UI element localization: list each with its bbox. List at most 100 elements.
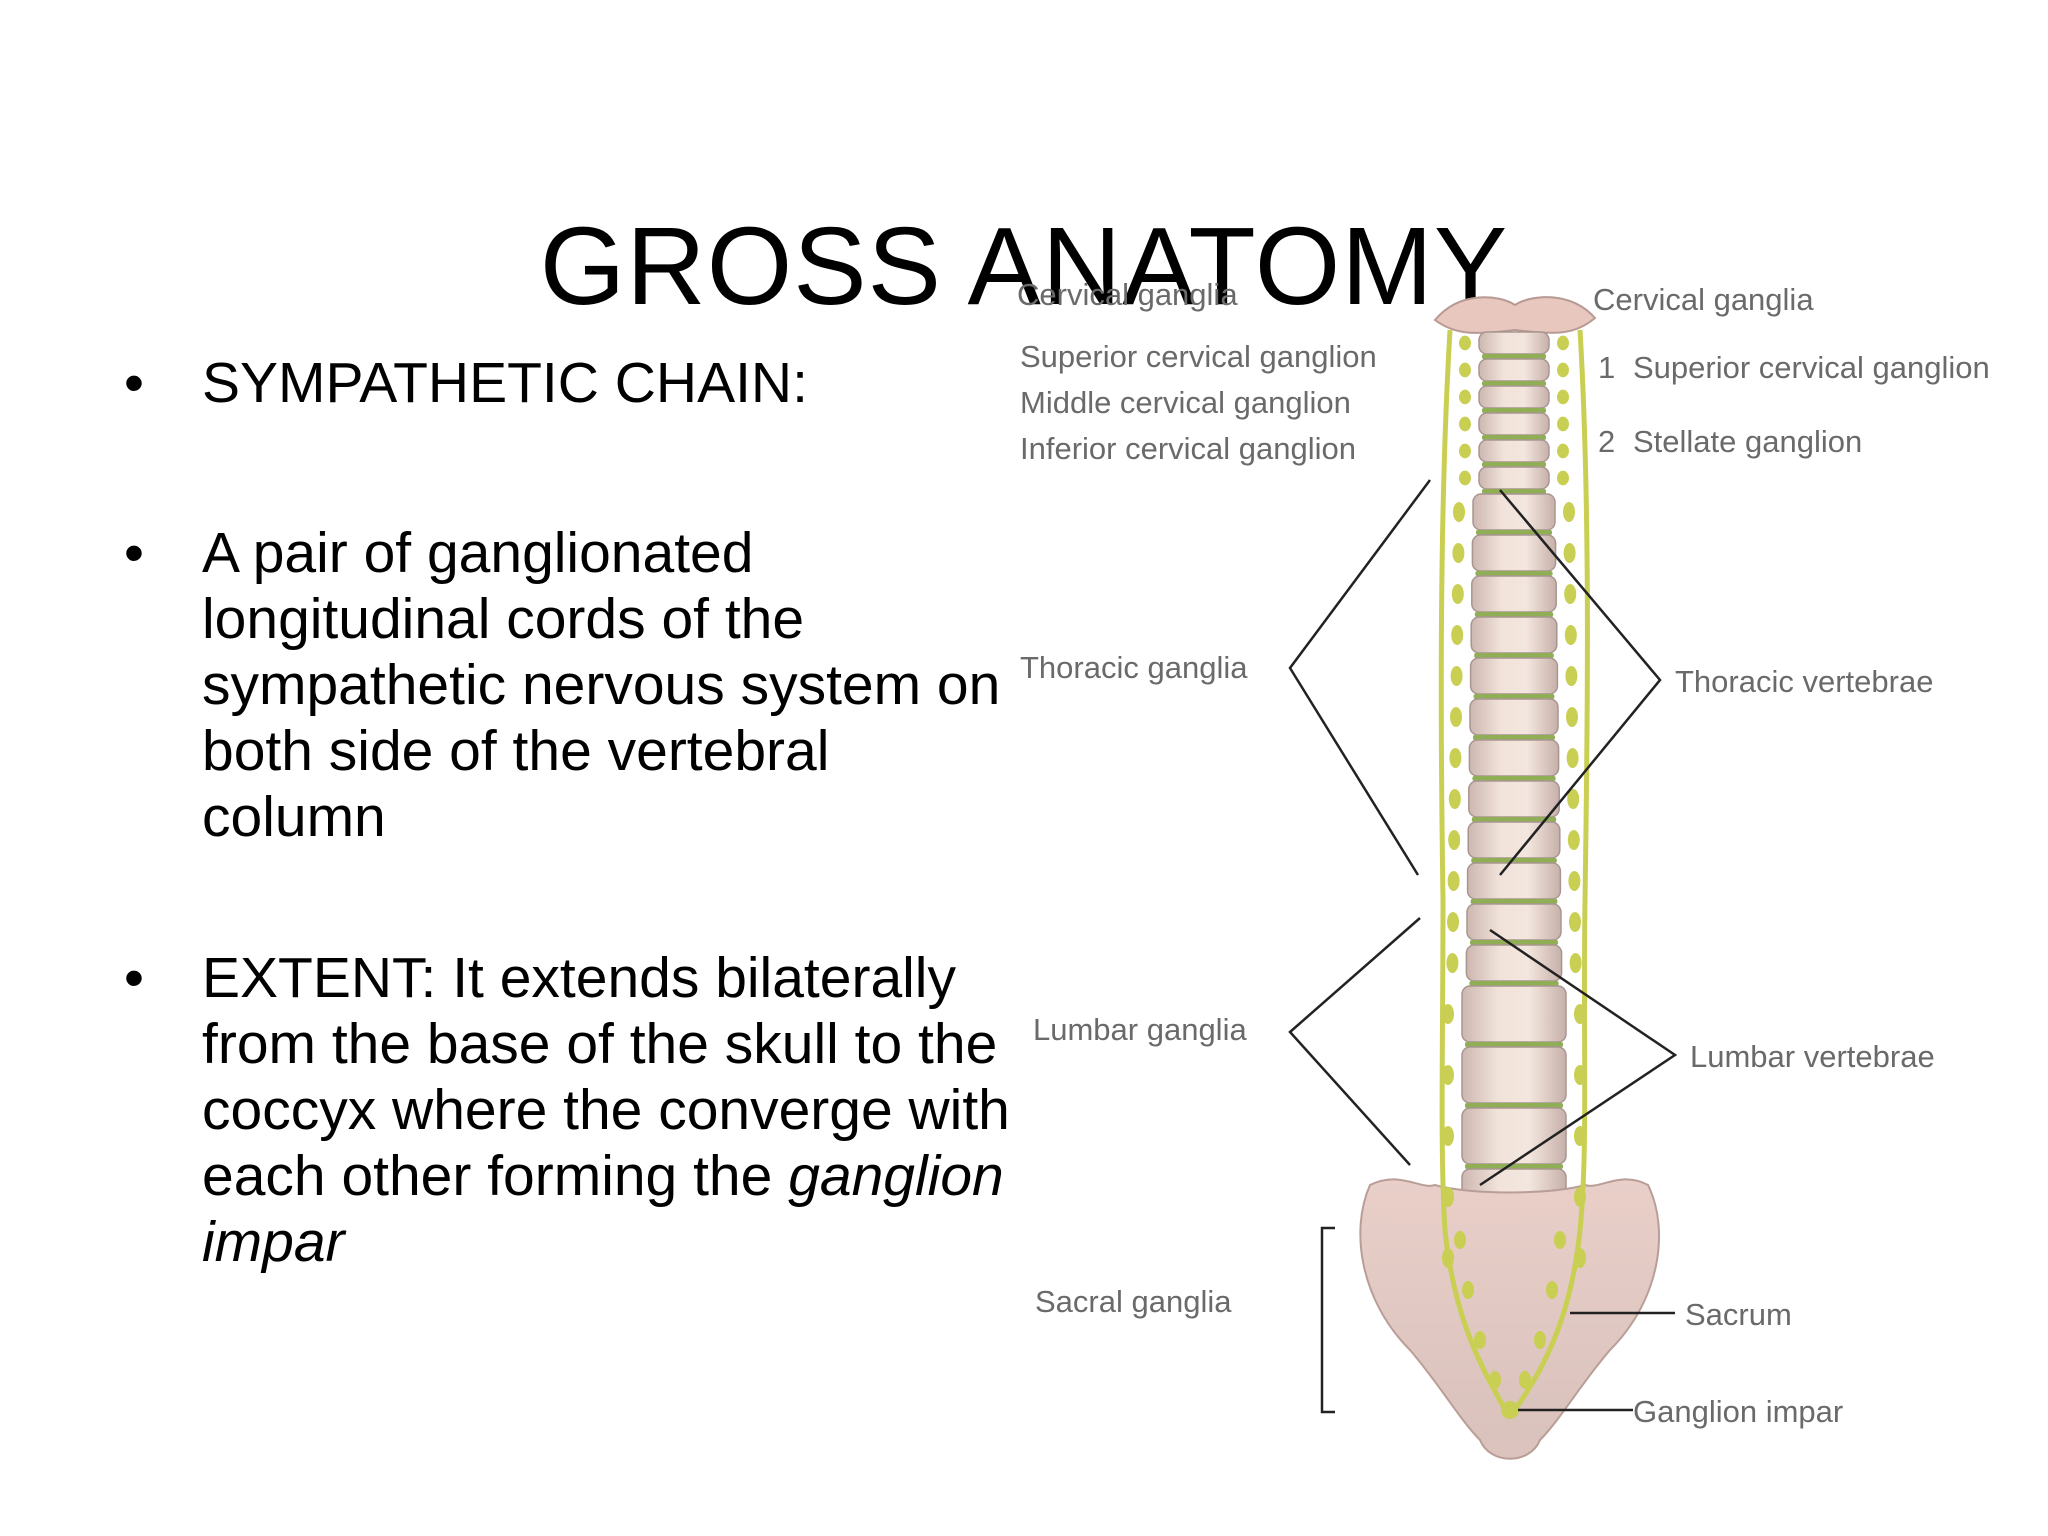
ganglion (1450, 666, 1463, 686)
bullet-list: • SYMPATHETIC CHAIN: • A pair of ganglio… (110, 350, 1010, 1275)
bullet-item: • SYMPATHETIC CHAIN: (110, 350, 1010, 520)
label-number-2: 2 (1598, 424, 1615, 459)
intervertebral-disc (1473, 735, 1555, 740)
intervertebral-disc (1465, 1042, 1563, 1047)
sacral-ganglion (1534, 1331, 1546, 1349)
ganglion (1557, 335, 1569, 351)
label-thoracic-ganglia: Thoracic ganglia (1020, 650, 1248, 685)
ganglion (1459, 389, 1471, 405)
ganglion (1449, 748, 1462, 768)
sacral-ganglion (1554, 1231, 1566, 1249)
intervertebral-disc (1482, 435, 1546, 440)
sacral-ganglia-bracket (1320, 1226, 1335, 1414)
vertebral-column (1461, 331, 1567, 1291)
ganglion (1459, 416, 1471, 432)
ganglion (1452, 543, 1465, 563)
intervertebral-disc (1475, 571, 1553, 576)
bullet-text: A pair of ganglionated longitudinal cord… (202, 521, 1001, 849)
intervertebral-disc (1482, 462, 1546, 467)
ganglion (1557, 389, 1569, 405)
sacrum (1359, 1178, 1660, 1456)
label-ganglion-impar: Ganglion impar (1633, 1394, 1843, 1429)
vertebra (1469, 657, 1559, 695)
ganglion (1442, 1248, 1454, 1268)
bullet-item: • A pair of ganglionated longitudinal co… (110, 520, 1010, 945)
label-inferior-cervical: Inferior cervical ganglion (1020, 431, 1356, 466)
intervertebral-disc (1472, 776, 1556, 781)
label-cervical-ganglia-right: Cervical ganglia (1593, 282, 1814, 317)
label-thoracic-vertebrae: Thoracic vertebrae (1675, 664, 1933, 699)
bullet-text: SYMPATHETIC CHAIN: (202, 351, 808, 415)
skull-base (1433, 296, 1597, 334)
vertebra (1461, 985, 1567, 1043)
ganglion (1447, 912, 1459, 932)
bullet-italic-term: ganglion impar (202, 1144, 1004, 1274)
vertebra (1461, 1107, 1567, 1165)
ganglion-impar-node (1501, 1401, 1519, 1419)
intervertebral-disc (1470, 899, 1558, 904)
lumbar-vertebrae-bracket (1479, 928, 1678, 1187)
ganglion (1557, 470, 1569, 486)
ganglion (1442, 1126, 1454, 1146)
bullet-text: EXTENT: It extends bilaterally from the … (202, 946, 1010, 1208)
ganglion (1442, 1065, 1454, 1085)
ganglion (1451, 584, 1464, 604)
vertebra (1478, 412, 1550, 436)
ganglion (1557, 416, 1569, 432)
ganglion (1447, 871, 1460, 891)
ganglion (1566, 748, 1579, 768)
vertebra (1478, 331, 1550, 355)
vertebra (1478, 358, 1550, 382)
ganglion (1574, 1126, 1586, 1146)
ganglion (1569, 953, 1582, 973)
sympathetic-chain-diagram: Cervical ganglia Superior cervical gangl… (1017, 277, 1990, 1460)
sacral-ganglion (1454, 1231, 1466, 1249)
vertebra (1468, 780, 1560, 818)
bullet-dot-icon: • (124, 946, 144, 1010)
ganglion (1459, 335, 1471, 351)
label-sacrum: Sacrum (1685, 1297, 1792, 1332)
ganglion (1450, 707, 1462, 727)
vertebra (1465, 944, 1563, 982)
label-superior-cervical-right: Superior cervical ganglion (1633, 350, 1990, 385)
ganglion (1442, 1004, 1454, 1024)
vertebra (1467, 821, 1561, 859)
ganglion (1459, 470, 1471, 486)
ganglion (1574, 1187, 1586, 1207)
ganglion (1448, 789, 1461, 809)
ganglion (1459, 443, 1471, 459)
vertebra (1471, 575, 1557, 613)
intervertebral-disc (1482, 354, 1546, 359)
intervertebral-disc (1465, 1164, 1563, 1169)
ganglion (1451, 625, 1464, 645)
vertebra (1466, 903, 1562, 941)
label-lumbar-vertebrae: Lumbar vertebrae (1690, 1039, 1935, 1074)
ganglion (1574, 1248, 1586, 1268)
intervertebral-disc (1482, 489, 1546, 494)
vertebra (1478, 439, 1550, 463)
intervertebral-disc (1470, 940, 1558, 945)
bullet-dot-icon: • (124, 521, 144, 585)
label-cervical-ganglia-left: Cervical ganglia (1017, 277, 1238, 312)
ganglion (1442, 1187, 1454, 1207)
bullet-dot-icon: • (124, 351, 144, 415)
sacral-ganglion (1474, 1331, 1486, 1349)
vertebra (1478, 466, 1550, 490)
intervertebral-disc (1469, 981, 1559, 986)
ganglion (1565, 666, 1578, 686)
ganglion (1563, 543, 1576, 563)
ganglion (1568, 871, 1581, 891)
lumbar-ganglia-bracket (1288, 917, 1421, 1166)
label-sacral-ganglia: Sacral ganglia (1035, 1284, 1232, 1319)
ganglion (1557, 362, 1569, 378)
vertebra (1470, 616, 1558, 654)
ganglion (1567, 789, 1580, 809)
intervertebral-disc (1474, 612, 1554, 617)
label-middle-cervical: Middle cervical ganglion (1020, 385, 1351, 420)
label-lumbar-ganglia: Lumbar ganglia (1033, 1012, 1247, 1047)
intervertebral-disc (1465, 1103, 1563, 1108)
vertebra (1461, 1046, 1567, 1104)
intervertebral-disc (1482, 381, 1546, 386)
ganglion (1557, 443, 1569, 459)
bullet-item: • EXTENT: It extends bilaterally from th… (110, 945, 1010, 1275)
